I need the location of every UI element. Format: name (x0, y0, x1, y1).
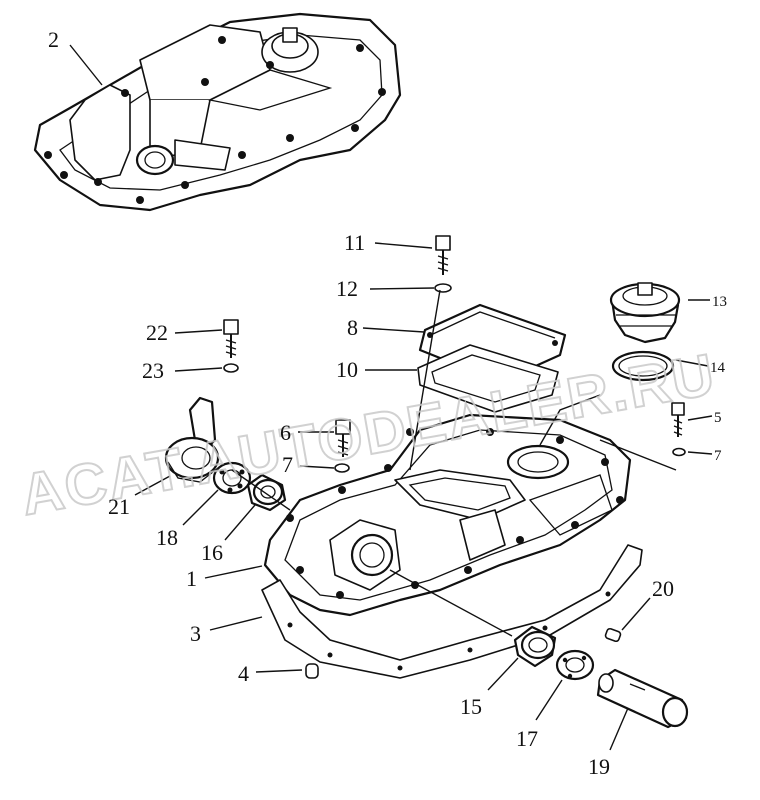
callout-6: 6 (280, 420, 291, 445)
shaft-part-19 (596, 668, 689, 729)
callout-7a: 7 (282, 452, 293, 477)
callout-16: 16 (201, 540, 223, 565)
callout-1: 1 (186, 566, 197, 591)
callout-12: 12 (336, 276, 358, 301)
bolt-part-22 (223, 319, 239, 358)
bolt-part-5 (671, 402, 685, 437)
bracket-part-21 (164, 396, 220, 483)
leader-lines (69, 44, 713, 751)
bolt-part-11 (435, 235, 451, 275)
washer-part-7a (334, 463, 350, 473)
callout-11: 11 (344, 230, 365, 255)
callout-22: 22 (146, 320, 168, 345)
callout-21: 21 (108, 494, 130, 519)
bushing-part-16 (246, 473, 287, 512)
callout-20: 20 (652, 576, 674, 601)
callout-14: 14 (710, 360, 726, 376)
assembled-cover-part-2 (33, 12, 402, 212)
callout-10: 10 (336, 357, 358, 382)
callout-5: 5 (714, 410, 722, 426)
housing-part-1 (263, 413, 632, 617)
breather-cap-part-13 (609, 282, 681, 344)
washer-part-12 (434, 283, 452, 293)
callout-7b: 7 (714, 448, 722, 464)
gasket-part-3 (261, 544, 643, 679)
bushing-part-15 (513, 625, 557, 668)
callout-15: 15 (460, 694, 482, 719)
pin-part-20 (604, 627, 622, 643)
callout-3: 3 (190, 621, 201, 646)
callout-13: 13 (712, 294, 727, 310)
bearing-part-17 (555, 649, 595, 681)
bolt-part-6 (335, 419, 351, 457)
gasket-part-10 (417, 344, 559, 413)
callout-19: 19 (588, 754, 610, 779)
callout-18: 18 (156, 525, 178, 550)
plug-part-4 (305, 663, 319, 679)
callout-23: 23 (142, 358, 164, 383)
callout-17: 17 (516, 726, 538, 751)
callout-4: 4 (238, 661, 249, 686)
washer-part-23 (223, 363, 239, 373)
callout-labels: 2 11 12 8 10 22 23 6 7 13 14 5 7 21 18 1… (48, 27, 727, 779)
callout-2: 2 (48, 27, 59, 52)
washer-part-7b (672, 447, 686, 457)
callout-8: 8 (347, 315, 358, 340)
o-ring-part-14 (611, 350, 675, 382)
